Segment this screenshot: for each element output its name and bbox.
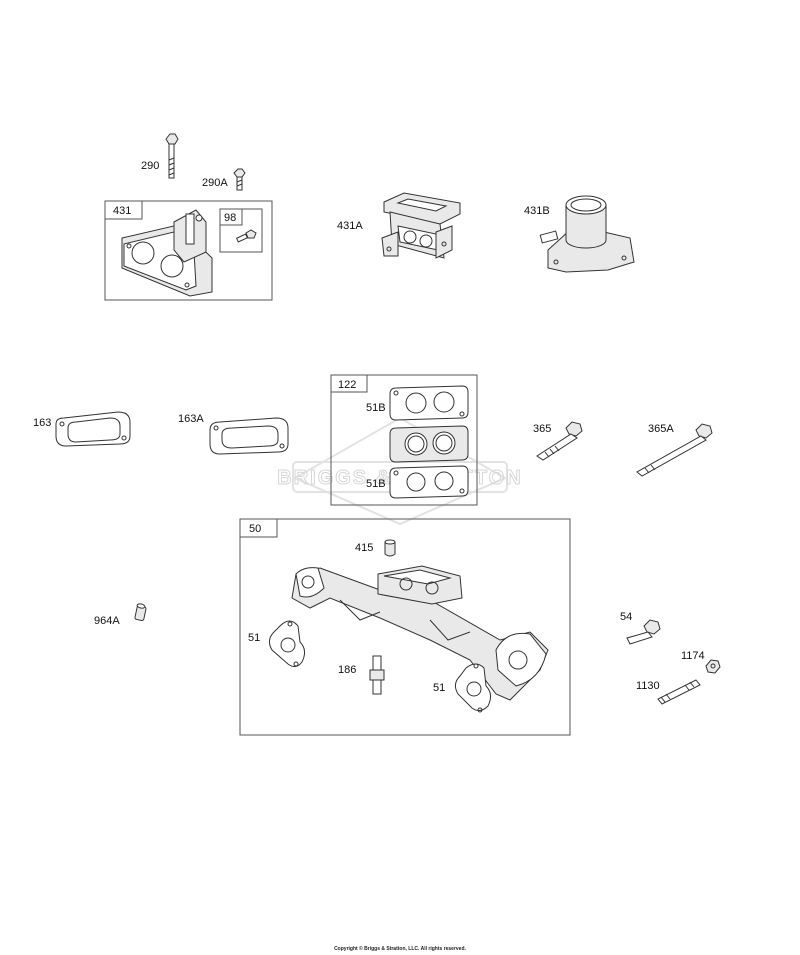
- assembly-50-box: [239, 518, 571, 736]
- part-163-gasket: [55, 411, 131, 447]
- label-54: 54: [620, 611, 632, 623]
- part-365a-long-bolt: [636, 423, 713, 477]
- part-51b-gasket-middle: [389, 425, 469, 463]
- label-365a: 365A: [648, 423, 674, 435]
- part-1174-nut: [705, 659, 721, 674]
- kit-122-tag: [330, 374, 368, 393]
- part-431-throttle-body: [121, 209, 213, 297]
- part-51-gasket-left: [268, 620, 306, 668]
- part-50-intake-manifold: [291, 565, 549, 701]
- label-122: 122: [338, 379, 356, 391]
- label-431a: 431A: [337, 220, 363, 232]
- label-51b-bottom: 51B: [366, 478, 386, 490]
- label-163a: 163A: [178, 413, 204, 425]
- label-415: 415: [355, 542, 373, 554]
- part-186-fitting: [369, 655, 385, 695]
- part-51-gasket-right: [454, 663, 492, 713]
- copyright-notice: Copyright © Briggs & Stratton, LLC. All …: [334, 946, 466, 952]
- part-290-bolt: [165, 133, 179, 179]
- label-431b: 431B: [524, 205, 550, 217]
- label-51-left: 51: [248, 632, 260, 644]
- assembly-431-tag: [104, 200, 143, 220]
- assembly-431-box: [104, 200, 273, 301]
- label-186: 186: [338, 664, 356, 676]
- label-365: 365: [533, 423, 551, 435]
- part-51b-gasket-bottom: [389, 465, 469, 499]
- subassembly-98-tag: [219, 208, 243, 226]
- part-431a-adapter: [381, 192, 461, 259]
- part-51b-gasket-top: [389, 385, 469, 421]
- part-431b-throttle-body: [539, 195, 635, 273]
- label-431: 431: [113, 205, 131, 217]
- label-1130: 1130: [636, 680, 660, 692]
- part-290a-screw: [233, 168, 246, 191]
- part-1130-stud: [657, 679, 701, 705]
- part-163a-gasket: [209, 417, 289, 455]
- label-50: 50: [249, 523, 261, 535]
- label-1174: 1174: [681, 650, 705, 662]
- assembly-50-tag: [239, 518, 278, 538]
- label-964a: 964A: [94, 615, 120, 627]
- label-290: 290: [141, 160, 159, 172]
- label-290a: 290A: [202, 177, 228, 189]
- kit-122-box: [330, 374, 478, 506]
- label-51-right: 51: [433, 682, 445, 694]
- label-51b-top: 51B: [366, 402, 386, 414]
- part-415-plug: [384, 539, 396, 557]
- part-964a-pin: [134, 603, 147, 622]
- part-365-bolt: [536, 421, 583, 461]
- part-54-bolt: [626, 619, 661, 645]
- label-163: 163: [33, 417, 51, 429]
- label-98: 98: [224, 212, 236, 224]
- part-98-screw: [235, 229, 257, 243]
